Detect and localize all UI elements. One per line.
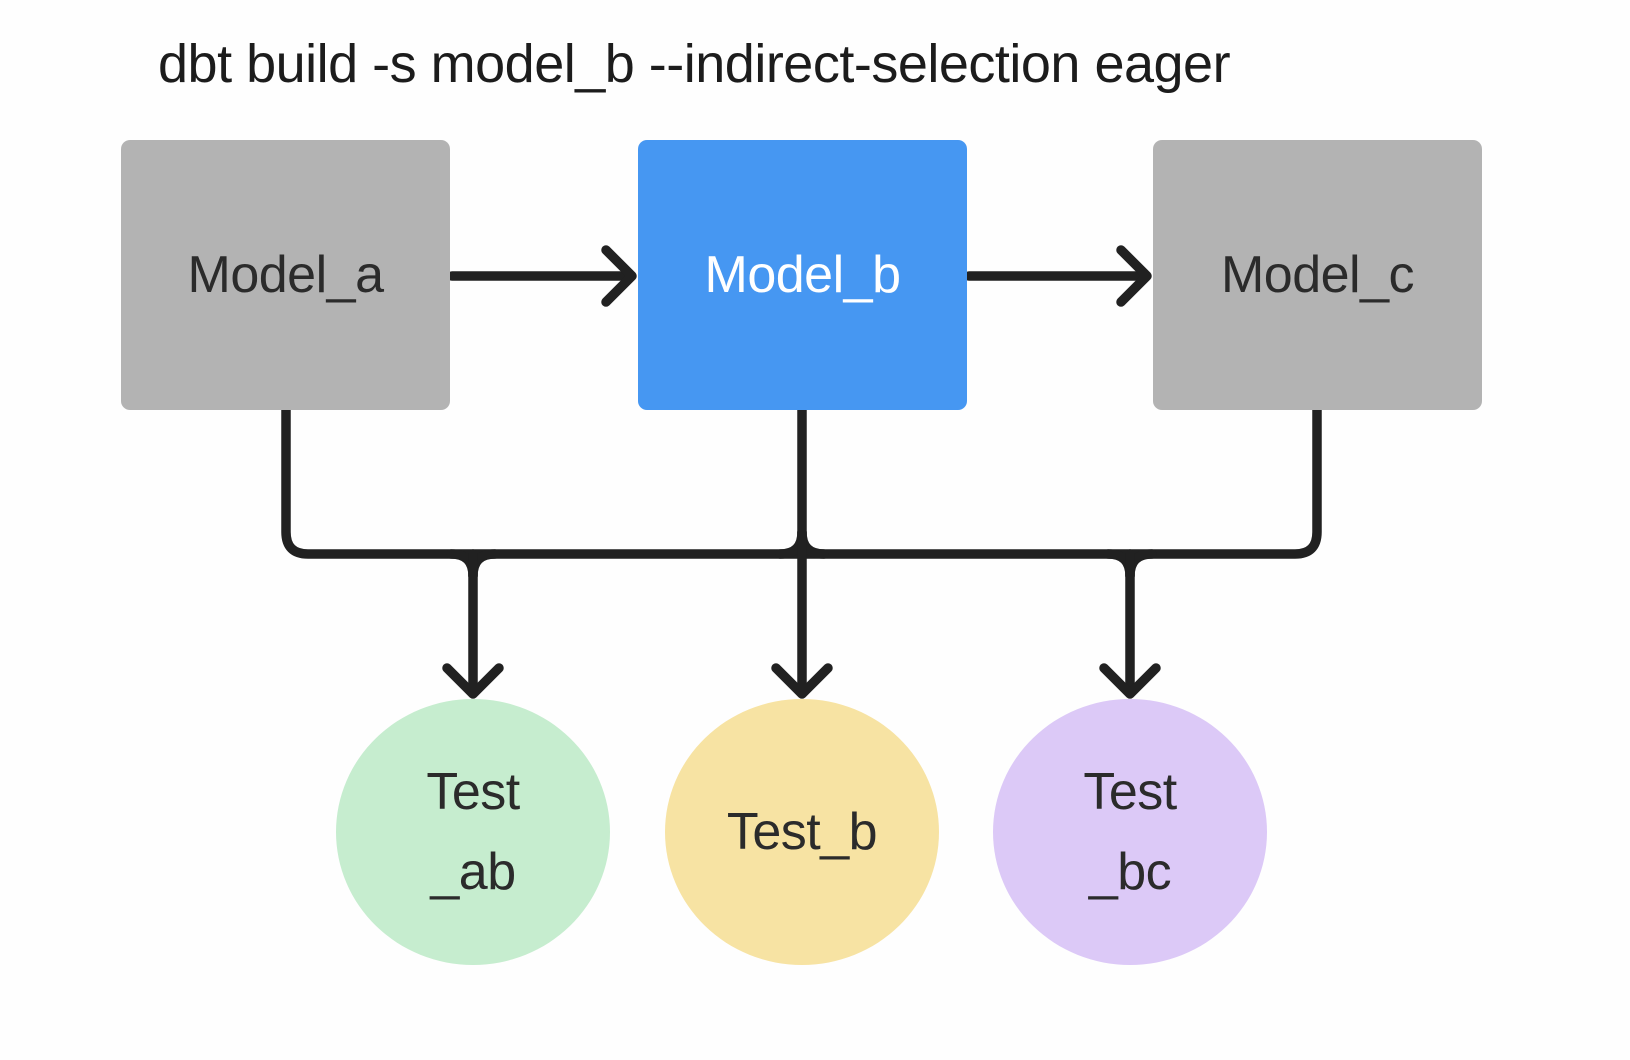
- node-model-c: Model_c: [1153, 140, 1482, 410]
- arrowhead-down-icon: [1099, 663, 1161, 699]
- edge-model-b-to-test-b: [771, 405, 833, 699]
- model-a-label: Model_a: [187, 246, 384, 304]
- edge-model-b-to-model-c: [964, 245, 1152, 307]
- node-model-b: Model_b: [638, 140, 967, 410]
- arrowhead-right-icon: [601, 245, 637, 307]
- test-ab-label-line2: _ab: [430, 843, 516, 901]
- test-ab-label-line1: Test: [426, 763, 520, 821]
- test-bc-label-line1: Test: [1083, 763, 1177, 821]
- edge-model-a-to-model-b: [447, 245, 637, 307]
- node-test-ab: Test _ab: [336, 699, 610, 965]
- test-b-label-line1: Test_b: [726, 803, 878, 861]
- arrowhead-down-icon: [442, 663, 504, 699]
- edge-bus-to-test-ab: [442, 549, 504, 699]
- edge-bus-to-test-bc: [1099, 549, 1161, 699]
- node-test-b: Test_b: [665, 699, 939, 965]
- node-model-a: Model_a: [121, 140, 450, 410]
- arrowhead-right-icon: [1116, 245, 1152, 307]
- test-bc-label-line2: _bc: [1088, 843, 1172, 901]
- model-c-label: Model_c: [1220, 246, 1415, 304]
- arrowhead-down-icon: [771, 663, 833, 699]
- node-test-bc: Test _bc: [993, 699, 1267, 965]
- command-title: dbt build -s model_b --indirect-selectio…: [158, 34, 1231, 94]
- model-b-label: Model_b: [704, 246, 901, 304]
